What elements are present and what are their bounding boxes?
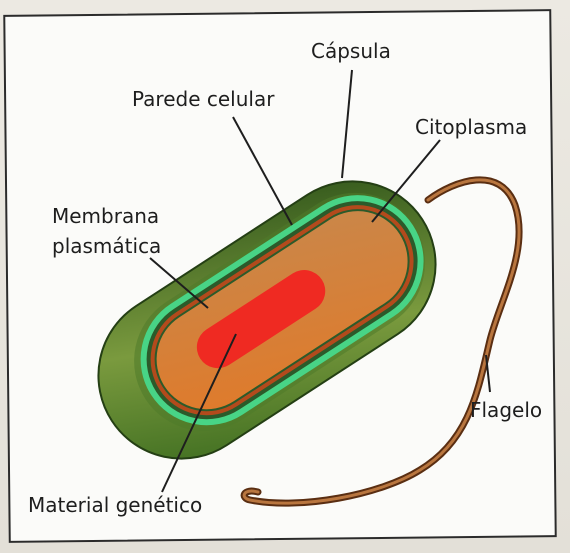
label-capsula: Cápsula	[311, 39, 391, 63]
label-membrana-line2: plasmática	[52, 234, 161, 258]
leader-capsula	[342, 70, 352, 178]
label-flagelo: Flagelo	[470, 398, 542, 422]
label-material-genetico: Material genético	[28, 493, 202, 517]
label-parede-celular: Parede celular	[132, 87, 275, 111]
leader-parede	[233, 117, 292, 225]
label-membrana-line1: Membrana	[52, 204, 159, 228]
label-citoplasma: Citoplasma	[415, 115, 527, 139]
